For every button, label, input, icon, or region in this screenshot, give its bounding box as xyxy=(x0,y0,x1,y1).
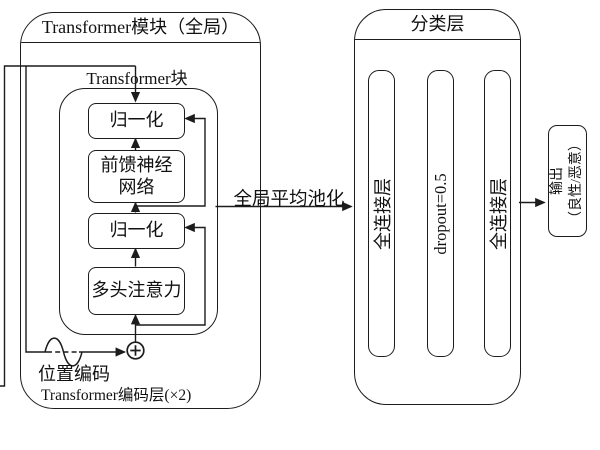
module-title: Transformer模块（全局） xyxy=(21,13,260,43)
transformer-block-panel xyxy=(59,88,218,335)
feed-forward-box: 前馈神经网络 xyxy=(88,150,185,203)
norm-top-box: 归一化 xyxy=(88,103,185,139)
flow-lines xyxy=(0,65,546,387)
feed-forward-label: 前馈神经网络 xyxy=(100,154,173,197)
transformer-block-label: Transformer块 xyxy=(86,69,188,88)
residual-upper-line xyxy=(135,113,206,207)
input-loop-line xyxy=(0,65,136,387)
norm-top-label: 归一化 xyxy=(109,110,164,131)
dropout-label: dropout=0.5 xyxy=(430,172,450,255)
encoder-layer-label: Transformer编码层(×2) xyxy=(41,387,192,404)
residual-lower-line xyxy=(135,222,206,326)
fc-layer-right-label: 全连接层 xyxy=(488,177,509,250)
classifier-title: 分类层 xyxy=(355,10,520,40)
fc-layer-left-box: 全连接层 xyxy=(368,70,395,357)
classifier-panel: 分类层 xyxy=(354,9,521,405)
norm-bottom-box: 归一化 xyxy=(88,213,185,249)
add-icon xyxy=(126,341,145,360)
fc-layer-right-box: 全连接层 xyxy=(484,70,511,357)
multi-head-attention-box: 多头注意力 xyxy=(88,267,185,315)
transformer-module-panel: Transformer模块（全局） xyxy=(20,12,261,409)
position-feed-line xyxy=(25,66,47,353)
position-encoding-wave-icon xyxy=(44,337,83,367)
output-label: 输出 （良性/恶意） xyxy=(549,126,587,236)
output-box: 输出 （良性/恶意） xyxy=(548,125,587,237)
position-encoding-label: 位置编码 xyxy=(38,364,110,384)
dropout-box: dropout=0.5 xyxy=(427,70,454,357)
fc-layer-left-label: 全连接层 xyxy=(372,177,393,250)
global-average-pooling-label: 全局平均池化 xyxy=(233,190,345,210)
norm-bottom-label: 归一化 xyxy=(109,220,164,241)
multi-head-attention-label: 多头注意力 xyxy=(91,280,182,301)
output-label-line1: 输出 xyxy=(549,167,565,195)
output-label-line2: （良性/恶意） xyxy=(568,137,584,225)
